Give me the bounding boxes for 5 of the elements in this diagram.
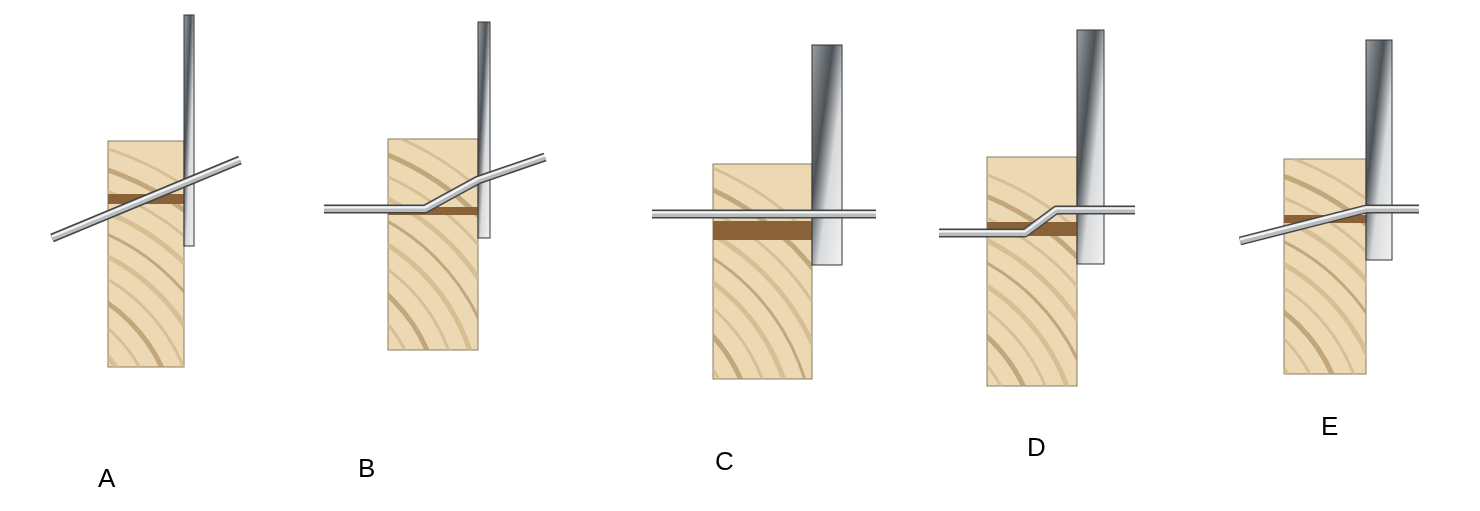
panel-label: E: [1321, 413, 1339, 439]
panel-label: A: [98, 465, 116, 491]
panel-label: D: [1027, 434, 1046, 460]
panel-label: B: [358, 455, 376, 481]
panel-label: C: [715, 448, 734, 474]
